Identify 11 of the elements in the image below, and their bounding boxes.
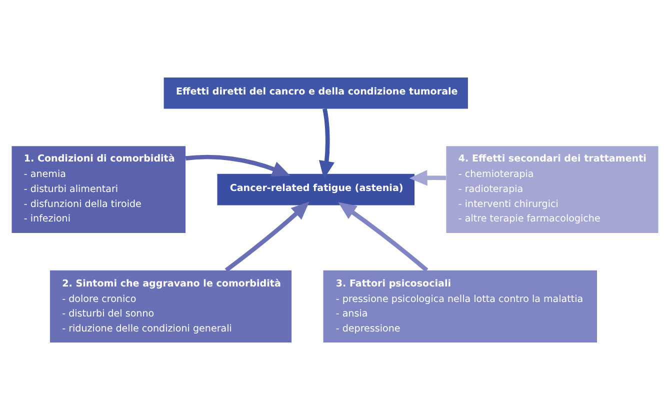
arrow (185, 154, 290, 176)
node-box: Cancer-related fatigue (astenia) (217, 173, 415, 205)
arrow (338, 202, 428, 272)
node-box: 2. Sintomi che aggravano le comorbidità - dolore cronico - disturbi del sonno - riduzione delle condizioni generali (50, 270, 292, 342)
arrow (224, 201, 310, 272)
arrow (318, 108, 335, 179)
node-box: 3. Fattori psicosociali - pressione psicologica nella lotta contro la malattia - ansia - depressione (323, 270, 597, 342)
node-box: 1. Condizioni di comorbidità - anemia - disturbi alimentari - disfunzioni della tiroide - infezioni (12, 146, 186, 233)
node-box: 4. Effetti secondari dei trattamenti - chemioterapia - radioterapia - interventi chirurgici - altre terapie farmacologiche (446, 146, 658, 233)
node-box: Effetti diretti del cancro e della condizione tumorale (164, 76, 468, 108)
arrow (409, 169, 446, 186)
